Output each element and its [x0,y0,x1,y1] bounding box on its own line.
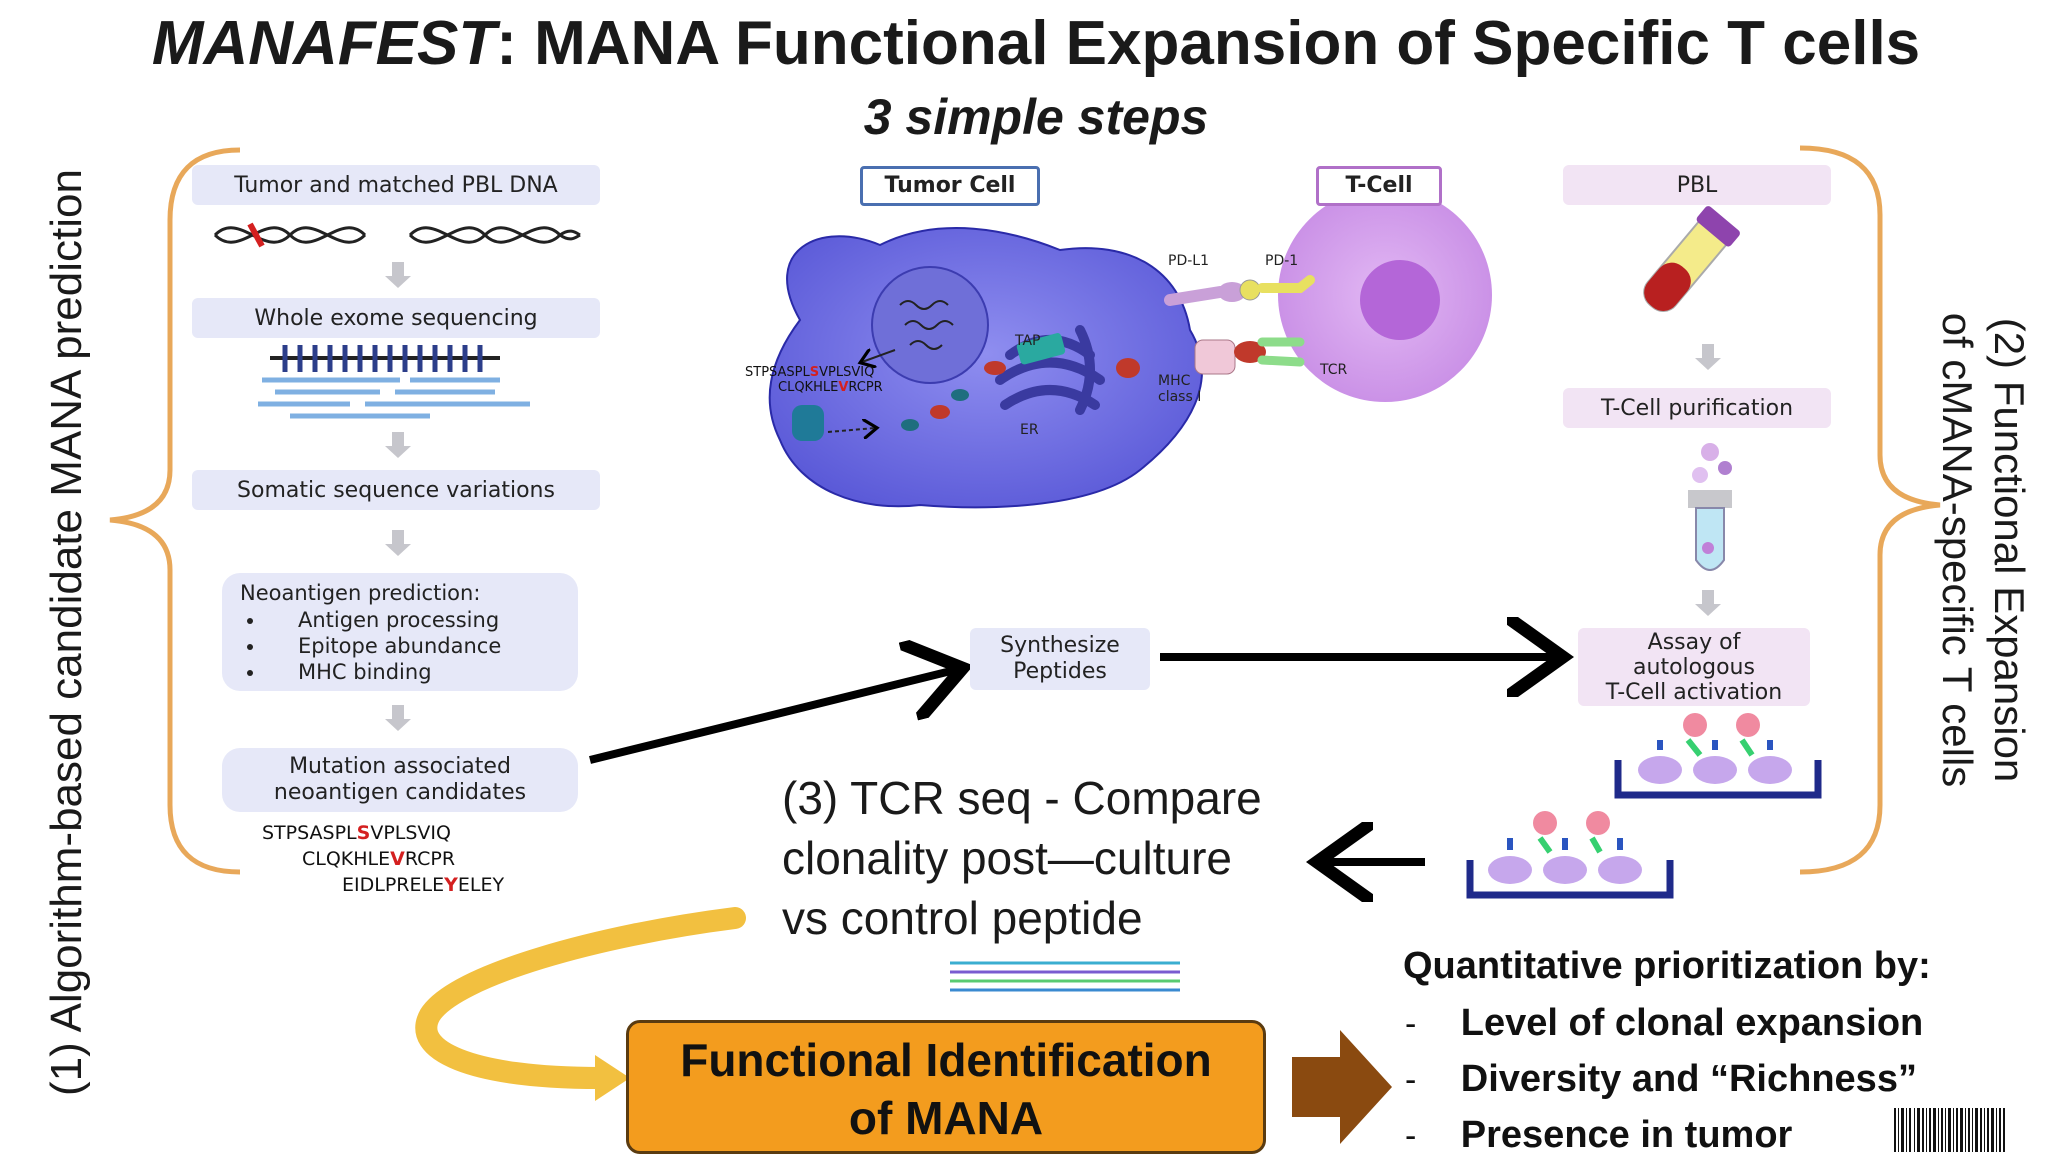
tcr-line1: (3) TCR seq - Compare [782,772,1262,824]
nucleus-dna [899,300,954,350]
seq-post: RCPR [404,848,456,870]
neoantigen-item: MHC binding [266,659,560,685]
seq-pre: STPSASPL [262,822,357,844]
candidate-sequence: CLQKHLEVRCPR [302,846,455,872]
pbl-tube [1643,206,1740,312]
tumor-nucleus [871,266,989,384]
seq-pre: STPSASPL [745,365,810,380]
assay-line3: T-Cell activation [1605,679,1783,705]
neoantigen-title: Neoantigen prediction: [240,581,481,605]
seq-mutation: V [390,848,405,870]
assay-well-lower [1466,811,1674,899]
neoantigen-item: Antigen processing [266,607,560,633]
exome-sequencing-graphic [258,345,530,419]
tap [1016,333,1066,365]
functional-line1: Functional Identification [680,1034,1212,1086]
candidate-sequence: STPSASPLSVPLSVIQ [262,820,451,846]
seq-post: VPLSVIQ [370,822,451,844]
mutation-line1: Mutation associated [289,754,511,779]
cell-sequence: STPSASPLSVPLSVIQ [745,365,874,380]
ribosome [792,405,824,441]
seq-post: RCPR [848,380,883,395]
step-tumor-dna: Tumor and matched PBL DNA [192,165,600,205]
dash: - [1405,1005,1417,1043]
er-label: ER [1020,422,1039,438]
left-down-arrows [385,262,411,731]
functional-line2: of MANA [848,1092,1044,1144]
seq-pre: EIDLPRELE [342,874,445,896]
pd-1-label: PD-1 [1265,253,1299,269]
quant-item: - Presence in tumor [1405,1114,1792,1157]
quant-item-text: Presence in tumor [1460,1114,1793,1156]
arrow-to-synthesize [589,670,955,764]
right-down-arrows [1695,344,1721,616]
curved-orange-arrow [415,907,746,1089]
neoantigen-list: Antigen processing Epitope abundance MHC… [240,607,560,685]
tap-label: TAP [1015,333,1041,349]
seq-mutation: V [838,380,849,395]
synth-line1: Synthesize [1000,633,1120,658]
seq-mutation: S [356,822,371,844]
seq-mutation: Y [444,874,458,896]
tumor-cell-label: Tumor Cell [860,166,1040,206]
title-italic: MANAFEST [151,9,497,78]
tcr-seq-text: (3) TCR seq - Compare clonality post—cul… [782,768,1262,948]
dash: - [1405,1117,1417,1155]
step-neoantigen-prediction: Neoantigen prediction: Antigen processin… [222,573,578,691]
step-synthesize-peptides: Synthesize Peptides [970,628,1150,690]
brown-arrow [1292,1030,1392,1144]
mhc-line2: class I [1158,389,1202,405]
step-whole-exome-sequencing: Whole exome sequencing [192,298,600,338]
dna-helix-icon [213,222,581,248]
sequence-reads-graphic [950,961,1180,992]
subtitle: 3 simple steps [863,89,1209,145]
pd-l1-label: PD-L1 [1168,253,1209,269]
tcr-label: TCR [1320,362,1348,378]
t-cell-nucleus [1360,260,1440,340]
seq-post: ELEY [457,874,505,896]
seq-pre: CLQKHLE [778,380,839,395]
step-mutation-candidates: Mutation associated neoantigen candidate… [222,748,578,812]
quant-item: - Diversity and “Richness” [1405,1058,1917,1101]
step-pbl: PBL [1563,165,1831,205]
step-assay: Assay of autologous T-Cell activation [1578,628,1810,706]
assay-line2: autologous [1633,654,1755,680]
quant-item-text: Level of clonal expansion [1460,1002,1924,1044]
seq-pre: CLQKHLE [302,848,391,870]
seq-mutation: S [809,365,820,380]
quant-item-text: Diversity and “Richness” [1460,1058,1917,1100]
functional-identification-box: Functional Identification of MANA [626,1020,1266,1154]
neoantigen-item: Epitope abundance [266,633,560,659]
page-title: MANAFEST: MANA Functional Expansion of S… [0,8,2072,79]
assay-well-upper [1614,713,1822,799]
mhc-line1: MHC [1158,373,1191,389]
dash: - [1405,1061,1417,1099]
tcr-line3: vs control peptide [782,892,1143,944]
quant-item: - Level of clonal expansion [1405,1002,1923,1045]
assay-line1: Assay of [1647,629,1741,655]
mhc-label: MHC class I [1158,373,1201,405]
synth-line2: Peptides [1013,659,1107,684]
right-bracket [1799,145,1941,875]
step-t-cell-purification: T-Cell purification [1563,388,1831,428]
t-cell-label: T-Cell [1316,166,1442,206]
mhc-class-i [1194,339,1236,375]
quant-heading: Quantitative prioritization by: [1403,945,1931,987]
seq-post: VPLSVIQ [819,365,875,380]
step-somatic-variations: Somatic sequence variations [192,470,600,510]
barcode-icon [1890,1104,2010,1162]
cell-sequence: CLQKHLEVRCPR [778,380,883,395]
tcr-line2: clonality post—culture [782,832,1232,884]
title-rest: : MANA Functional Expansion of Specific … [496,9,1921,78]
mutation-line2: neoantigen candidates [273,780,527,805]
candidate-sequence: EIDLPRELEYELEY [342,872,504,898]
purification-tube [1688,443,1732,571]
left-bracket [109,147,241,875]
